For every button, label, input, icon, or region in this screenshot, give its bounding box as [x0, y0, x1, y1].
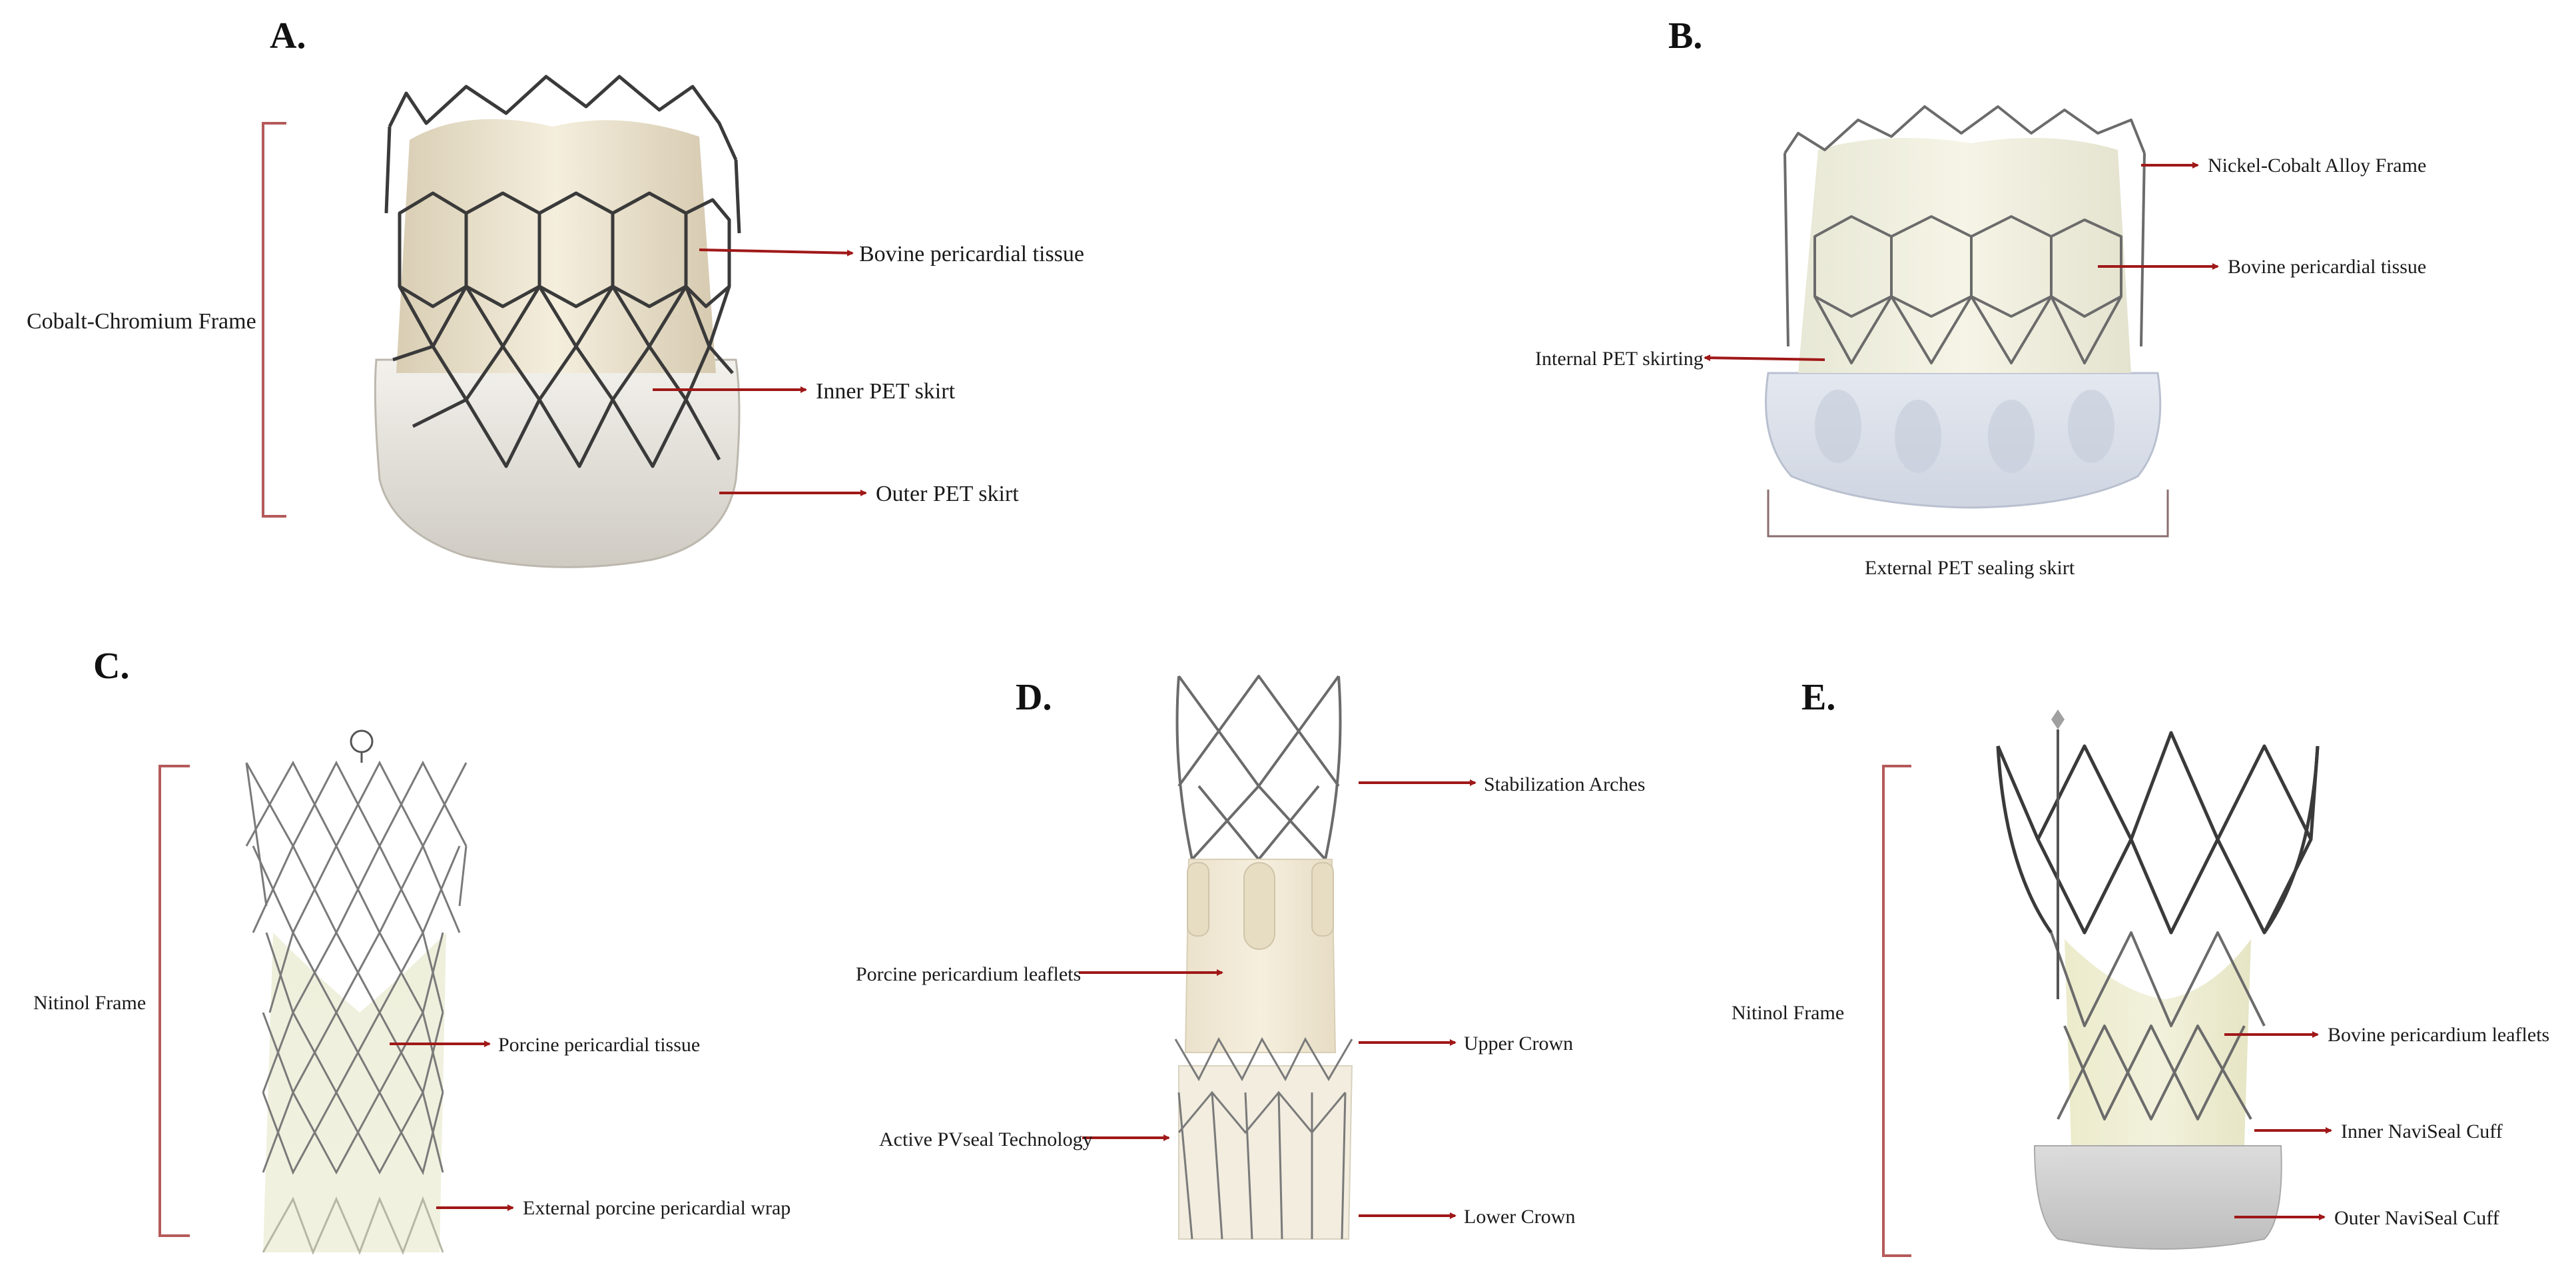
- panel-d-label-5: Lower Crown: [1464, 1206, 1575, 1228]
- navitor-valve-illustration: [1996, 709, 2320, 1250]
- panel-e-frame-bracket: [1882, 765, 1911, 1257]
- panel-b-label-2: Bovine pericardial tissue: [2228, 256, 2426, 278]
- panel-a: A. Cobalt-Chromium Frame Bovine pericard…: [27, 15, 1084, 568]
- panel-d-label-4: Active PVseal Technology: [879, 1128, 1093, 1150]
- panel-b: B. Nickel-Cobalt Alloy Frame Bovine peri…: [1535, 15, 2426, 579]
- panel-d-label-3: Upper Crown: [1464, 1033, 1573, 1055]
- acurate-like-valve-illustration: [1174, 675, 1353, 1240]
- panel-e-label-3: Outer NaviSeal Cuff: [2334, 1207, 2499, 1229]
- panel-d: D. Stabilization Arches Porcine pericard…: [856, 675, 1645, 1240]
- panel-c-label-1: Porcine pericardial tissue: [498, 1034, 700, 1056]
- panel-c-label-2: External porcine pericardial wrap: [523, 1197, 791, 1219]
- panel-e-letter: E.: [1801, 677, 1835, 718]
- panel-a-label-3: Outer PET skirt: [876, 482, 1019, 506]
- panel-c: C. Nitinol Frame Porcine pericardial tis…: [33, 645, 791, 1255]
- panel-b-label-1: Nickel-Cobalt Alloy Frame: [2208, 155, 2426, 177]
- panel-c-letter: C.: [93, 645, 129, 687]
- panel-a-label-1: Bovine pericardial tissue: [859, 242, 1084, 266]
- panel-b-label-3: Internal PET skirting: [1535, 348, 1704, 370]
- panel-b-bottom-label: External PET sealing skirt: [1865, 557, 2075, 579]
- navitor-like-valve-illustration: [1765, 105, 2162, 509]
- panel-d-letter: D.: [1016, 677, 1052, 718]
- panel-d-label-1: Stabilization Arches: [1484, 773, 1645, 795]
- panel-e-label-1: Bovine pericardium leaflets: [2328, 1024, 2549, 1046]
- panel-c-frame-bracket: [159, 765, 190, 1237]
- panel-a-label-2: Inner PET skirt: [816, 379, 956, 404]
- panel-b-skirt-bracket: [1767, 490, 2169, 538]
- sapien-valve-illustration: [374, 75, 741, 568]
- panel-a-frame-bracket: [262, 122, 286, 518]
- panel-e-frame-label: Nitinol Frame: [1732, 1002, 1844, 1024]
- panel-a-frame-label: Cobalt-Chromium Frame: [27, 309, 256, 334]
- panel-c-frame-label: Nitinol Frame: [33, 992, 146, 1014]
- panel-b-letter: B.: [1668, 15, 1702, 57]
- evolut-like-valve-illustration: [245, 729, 468, 1255]
- arrow-b-3: [1704, 354, 1825, 362]
- panel-a-letter: A.: [270, 15, 306, 57]
- panel-d-label-2: Porcine pericardium leaflets: [856, 963, 1081, 985]
- arrow-a-1: [699, 248, 854, 256]
- panel-e: E. Nitinol Frame Bovine pericardium leaf…: [1732, 677, 2549, 1257]
- panel-e-label-2: Inner NaviSeal Cuff: [2341, 1120, 2503, 1142]
